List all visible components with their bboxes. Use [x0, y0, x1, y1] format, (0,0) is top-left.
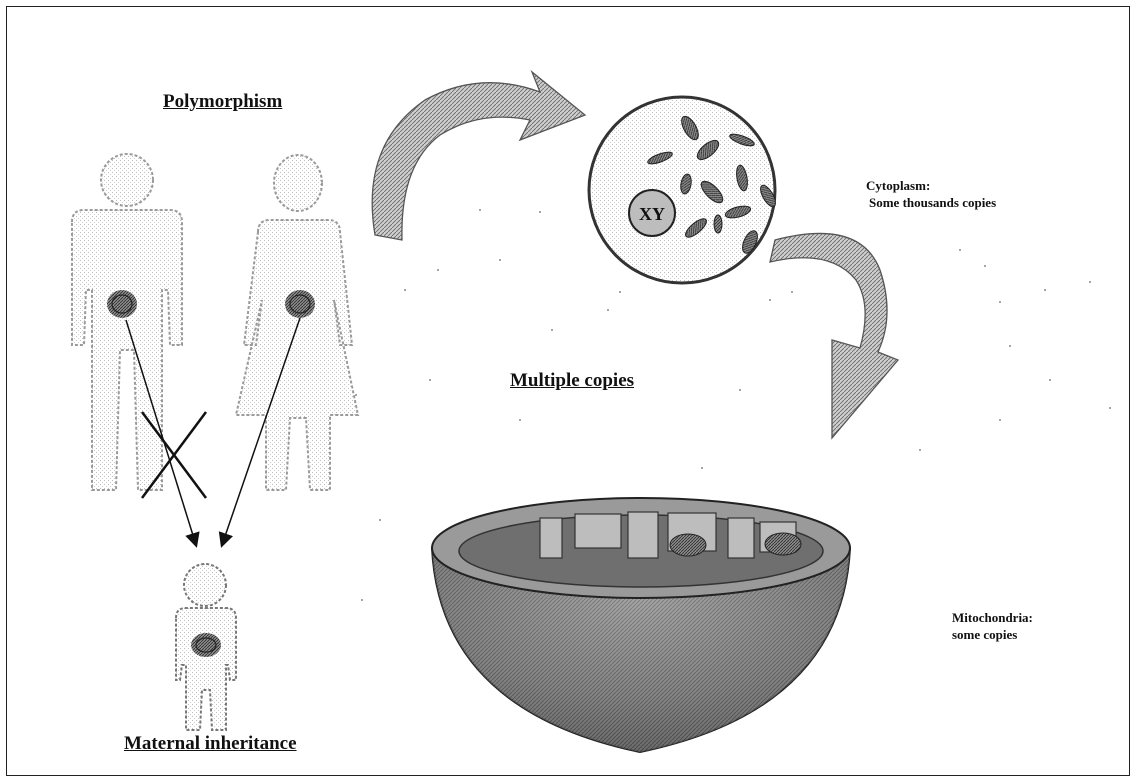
- curved-arrow-to-mitochondrion: [770, 233, 898, 438]
- cytoplasm-label-line1: Cytoplasm:: [866, 177, 996, 194]
- mitochondria-label-line1: Mitochondria:: [952, 609, 1033, 626]
- mitochondrion-bowl: [432, 498, 850, 752]
- nucleus-icon: XY: [629, 190, 675, 236]
- child-mtdna-blob: [191, 633, 221, 657]
- cell-circle: XY: [589, 97, 778, 283]
- maternal-inheritance-heading: Maternal inheritance: [124, 733, 297, 755]
- male-mtdna-blob: [107, 290, 137, 318]
- female-mtdna-blob: [285, 290, 315, 318]
- child-figure: [176, 564, 236, 730]
- curved-arrow-to-cell: [372, 72, 585, 240]
- cytoplasm-label-line2: Some thousands copies: [869, 194, 996, 211]
- polymorphism-heading: Polymorphism: [163, 91, 282, 113]
- female-figure: [236, 155, 358, 490]
- nucleus-chromosomes: XY: [639, 204, 665, 224]
- mitochondria-label: Mitochondria: some copies: [952, 609, 1033, 643]
- multiple-copies-heading: Multiple copies: [510, 370, 634, 392]
- cytoplasm-label: Cytoplasm: Some thousands copies: [866, 177, 996, 211]
- mitochondria-label-line2: some copies: [952, 626, 1033, 643]
